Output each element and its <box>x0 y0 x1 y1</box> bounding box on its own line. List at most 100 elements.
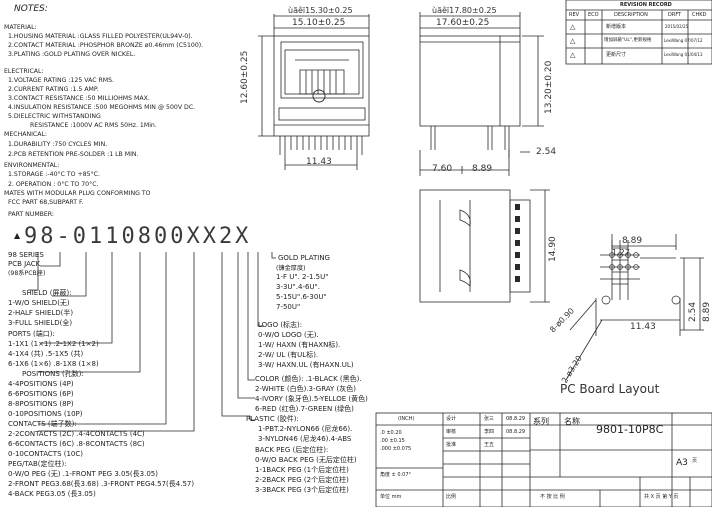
revision-row-mark: △ <box>570 37 576 45</box>
gold-plating-label: GOLD PLATING <box>278 254 330 262</box>
revision-row-date: LexiWang 07/07/12 <box>664 38 703 43</box>
electrical-line: 3.CONTACT RESISTANCE :50 MILLIOHMS MAX. <box>8 95 150 102</box>
positions-label: POSITIONS (孔数): <box>22 370 84 378</box>
angle-tolerance: 角度 ± 0.07° <box>380 472 412 478</box>
gold-plating-option: 7-50U" <box>276 303 301 311</box>
design-label: 设计 <box>446 416 457 422</box>
pcb-889v-dim: 8.89 <box>702 301 712 322</box>
front-width-dim-2: 15.10±0.25 <box>292 18 346 28</box>
peg-option: 0-W/O PEG (无) .1-FRONT PEG 3.05(長3.05) <box>8 470 158 478</box>
revision-header: ECO <box>588 12 599 18</box>
ports-label: PORTS (端口): <box>8 330 55 338</box>
back-peg-option: 0-W/O BACK PEG (无后定位柱) <box>255 456 357 464</box>
name-label: 名称 <box>564 417 580 426</box>
pcb-1143-dim: 11.43 <box>630 322 656 332</box>
color-option: 2-WHITE (白色).3-GRAY (灰色) <box>255 385 357 393</box>
gold-plating-option: (镰金厚度) <box>276 265 306 272</box>
approve-name: 王五 <box>484 442 495 448</box>
unit: 单位 mm <box>380 494 402 500</box>
positions-option: 8-8POSITIONS (8P) <box>8 400 74 408</box>
pcb-127-dim: 1.27 <box>612 248 630 257</box>
revision-header: DRFT <box>668 12 682 18</box>
back-peg-option: 3-3BACK PEG (3个后定位柱) <box>255 486 349 494</box>
pcb-layout-title: PC Board Layout <box>560 382 660 396</box>
back-peg-label: BACK PEG (后定位柱): <box>255 446 329 454</box>
material-line: 2.CONTACT MATERIAL :PHOSPHOR BRONZE ø0.4… <box>8 42 204 49</box>
revision-row-mark: △ <box>570 51 576 59</box>
logo-label: LOGO (标志): <box>258 321 303 329</box>
top-view-outline <box>419 189 511 303</box>
shield-label: SHIELD (屏蔽): <box>22 289 72 297</box>
tolerance: .0 ±0.20 <box>380 430 402 436</box>
logo-option: 2-W/ UL (有UL标). <box>258 351 319 359</box>
no-scale-label: 不 按 比 例 <box>540 494 565 500</box>
back-peg-option: 2-2BACK PEG (2个后定位柱) <box>255 476 349 484</box>
ports-option: 4-1X4 (共) .5-1X5 (共) <box>8 350 84 358</box>
pcb-889-dim: 8.89 <box>622 236 643 246</box>
contacts-option: 0-10CONTACTS (10C) <box>8 450 84 458</box>
side-pitch-dim: 2.54 <box>536 147 557 157</box>
ports-option: 1-1X1 (1×1) .2-1X2 (1×2) <box>8 340 99 348</box>
mechanical-line: 2.PCB RETENTION PRE-SOLDER :1 LB MIN. <box>8 151 139 158</box>
peg-label: PEG/TAB(定位柱): <box>8 460 67 468</box>
side-889-dim: 8.89 <box>472 164 493 174</box>
front-height-dim: 12.60±0.25 <box>240 50 250 104</box>
material-line: 3.PLATING :GOLD PLATING OVER NICKEL. <box>8 51 136 58</box>
review-label: 审核 <box>446 429 457 435</box>
electrical-line: 1.VOLTAGE RATING :125 VAC RMS. <box>8 77 115 84</box>
sheet-size: A3 <box>676 458 688 468</box>
side-height-dim: 13.20±0.20 <box>544 60 554 114</box>
shield-option: 1-W/O SHIELD(无) <box>8 299 70 307</box>
part-number: 98-0110800XX2X <box>24 224 252 249</box>
mechanical-heading: MECHANICAL: <box>4 131 47 138</box>
date-2: 08.8.29 <box>506 429 526 435</box>
electrical-line: 4.INSULATION RESISTANCE :500 MEGOHMS MIN… <box>8 104 196 111</box>
notes-heading: NOTES: <box>14 4 48 14</box>
environmental-line: 1.STORAGE :-40°C TO +85°C. <box>8 171 100 178</box>
pcb-layout <box>565 234 704 381</box>
side-view-outline <box>419 35 521 127</box>
series-line: PCB JACK <box>8 260 41 268</box>
part-number-heading: PART NUMBER: <box>8 211 55 218</box>
front-pitch-dim: 11.43 <box>306 157 332 167</box>
plastic-option: 3-NYLON46 (尼龙46).4-ABS <box>258 435 352 443</box>
electrical-line: RESISTANCE :1000V AC RMS 50Hz. 1Min. <box>30 122 157 129</box>
logo-option: 0-W/O LOGO (无). <box>258 331 319 339</box>
part-marker: ▲ <box>14 231 21 240</box>
revision-row-desc: 更新尺寸 <box>606 52 627 58</box>
revision-header: REV <box>569 12 580 18</box>
electrical-line: 5.DIELECTRIC WITHSTANDING <box>8 113 101 120</box>
scale-label: 比例 <box>446 494 457 500</box>
revision-header: DESCRIPTION <box>614 12 648 18</box>
revision-row-mark: △ <box>570 23 576 31</box>
gold-plating-option: 3-3U".4-6U". <box>276 283 321 291</box>
back-peg-option: 1-1BACK PEG (1个后定位柱) <box>255 466 349 474</box>
gold-plating-option: 5-15U".6-30U" <box>276 293 327 301</box>
mechanical-line: 1.DURABILITY :750 CYCLES MIN. <box>8 141 108 148</box>
side-depth-dim-1: ùãêï17.80±0.25 <box>432 6 497 15</box>
contacts-option: 2-2CONTACTS (2C) .4-4CONTACTS (4C) <box>8 430 145 438</box>
material-heading: MATERIAL: <box>4 24 37 31</box>
positions-option: 0-10POSITIONS (10P) <box>8 410 83 418</box>
pcb-length-dim: 14.90 <box>548 236 558 262</box>
revision-row-desc: 增加屏蔽"UL",更新规格 <box>604 38 652 43</box>
approve-label: 批准 <box>446 442 457 448</box>
series-line: 98 SERIES <box>8 251 44 259</box>
tolerance: .000 ±0.075 <box>380 446 412 452</box>
revision-title: REVISION RECORD <box>620 2 672 8</box>
environmental-line: MATES WITH MODULAR PLUG CONFORMING TO <box>4 190 151 197</box>
environmental-line: FCC PART 68,SUBPART F. <box>8 199 84 206</box>
electrical-heading: ELECTRICAL: <box>4 68 44 75</box>
sheet-count: 共 X 页 第 Y 页 <box>644 494 679 500</box>
plastic-label: PLASTIC (胶件): <box>246 415 299 423</box>
series-line: (98系PCB座) <box>8 270 46 277</box>
gold-plating-option: 1-F U". 2-1.5U" <box>276 273 329 281</box>
peg-option: 2-FRONT PEG3.68(長3.68) .3-FRONT PEG4.57(… <box>8 480 195 488</box>
series-label: 系列 <box>533 417 549 426</box>
revision-row-date: 2015/02/25 <box>665 24 689 29</box>
revision-table-frame <box>565 0 712 65</box>
plastic-option: 1-PBT.2-NYLON66 (尼龙66). <box>258 425 353 433</box>
date-1: 08.8.29 <box>506 416 526 422</box>
leader-series <box>28 252 39 291</box>
